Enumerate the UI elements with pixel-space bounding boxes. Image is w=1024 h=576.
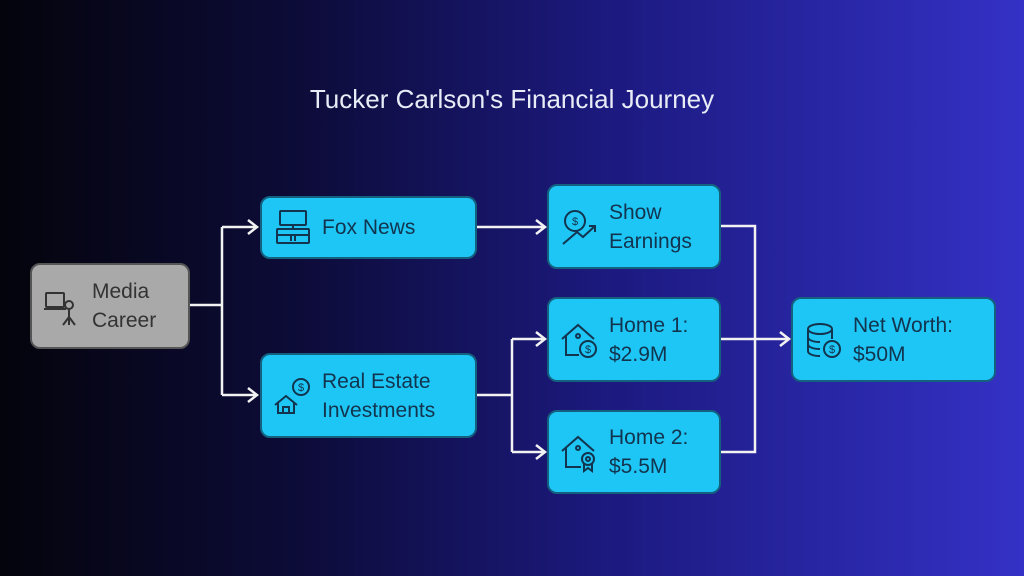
node-label: Show [609,200,662,224]
node-home-2[interactable]: Home 2: $5.5M [547,410,721,494]
node-label: $50M [853,342,906,366]
node-label: Media [92,280,150,303]
svg-text:$: $ [572,216,578,228]
house-dollar-icon: $ [274,377,310,414]
node-label: Investments [322,398,436,422]
node-home-1[interactable]: $ Home 1: $2.9M [547,297,721,382]
node-fox-news[interactable]: Fox News [260,196,477,259]
house-coin-icon: $ [561,323,597,358]
dollar-growth-icon: $ [562,209,596,245]
node-label: Net Worth: [853,313,953,337]
tv-desk-icon [276,209,310,244]
svg-text:$: $ [829,344,835,356]
node-net-worth[interactable]: $ Net Worth: $50M [791,297,996,382]
connector-to-networth [720,224,792,454]
svg-text:$: $ [298,382,304,394]
node-label: $2.9M [609,342,668,366]
coin-stack-icon: $ [807,322,841,358]
connector-realestate-homes [476,331,548,460]
house-badge-icon [561,435,595,473]
node-label: Fox News [322,216,416,239]
svg-text:$: $ [585,344,591,356]
connector-media [189,219,260,403]
node-label: Earnings [609,229,692,253]
node-label: $5.5M [609,455,668,478]
node-label: Home 2: [609,426,689,449]
node-label: Home 1: [609,313,689,337]
node-label: Career [92,309,157,332]
node-label: Real Estate [322,369,431,393]
connector-fox-show [476,219,548,235]
presentation-icon [44,292,76,326]
diagram-title: Tucker Carlson's Financial Journey [309,84,715,114]
